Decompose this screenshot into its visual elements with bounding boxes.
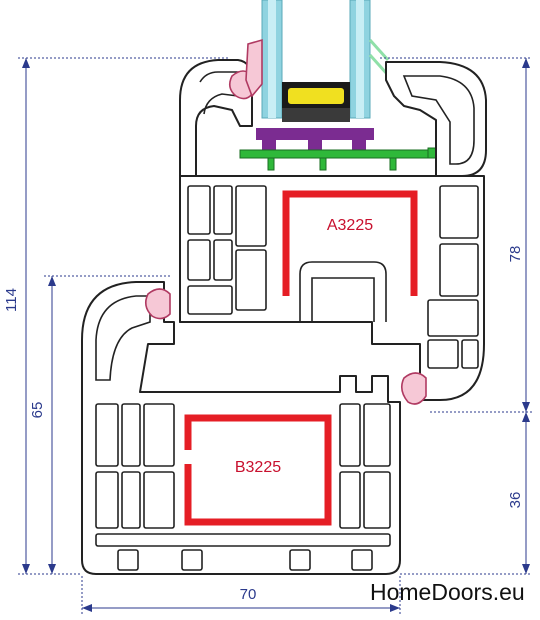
glazing-seal-strip: [239, 147, 439, 171]
gaskets: [144, 38, 427, 405]
dim-frame-lower: 36: [507, 492, 524, 509]
gasket-mid-left: [144, 288, 171, 320]
dim-sash-height: 78: [507, 246, 524, 263]
gasket-right: [400, 372, 427, 405]
gasket-glass-left: [245, 38, 263, 98]
spacer-desiccant: [286, 86, 346, 106]
glazing-block: [256, 128, 374, 150]
reinforcement-A: [282, 190, 418, 296]
glazing-unit: [261, 0, 371, 122]
reinforcement-B: [184, 414, 332, 526]
dim-total-height: 114: [3, 288, 20, 312]
dim-width: 70: [240, 586, 257, 603]
frame-reinforcement-code: B3225: [235, 459, 281, 476]
frame-profile: [81, 281, 401, 575]
brand-logo: HomeDoors.eu: [370, 579, 525, 605]
sash-reinforcement-code: A3225: [327, 217, 373, 234]
sash-chambers: [187, 71, 479, 369]
dim-frame-height: 65: [29, 402, 46, 419]
dimension-lines: [18, 57, 532, 614]
dimension-arrows: [22, 58, 530, 612]
